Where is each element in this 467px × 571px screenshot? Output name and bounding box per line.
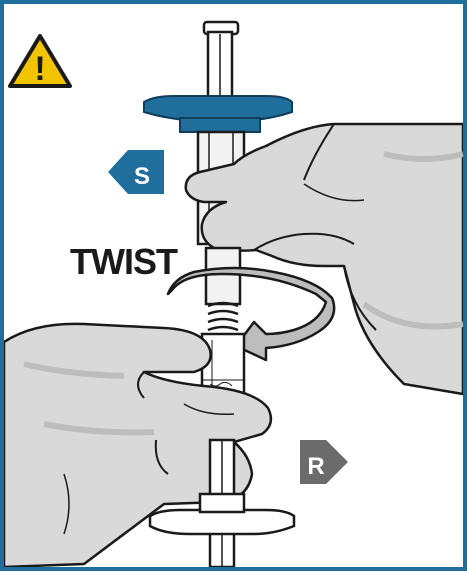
r-marker: R — [300, 440, 348, 484]
s-marker: S — [108, 150, 164, 194]
vial-adapter — [206, 248, 240, 330]
twist-label: TWIST — [70, 241, 178, 282]
warning-glyph: ! — [34, 50, 45, 88]
r-marker-letter: R — [307, 453, 324, 480]
warning-triangle-icon: ! — [10, 36, 70, 88]
s-marker-letter: S — [134, 163, 150, 190]
plunger-flange — [144, 96, 292, 132]
illustration: ! — [4, 4, 463, 567]
